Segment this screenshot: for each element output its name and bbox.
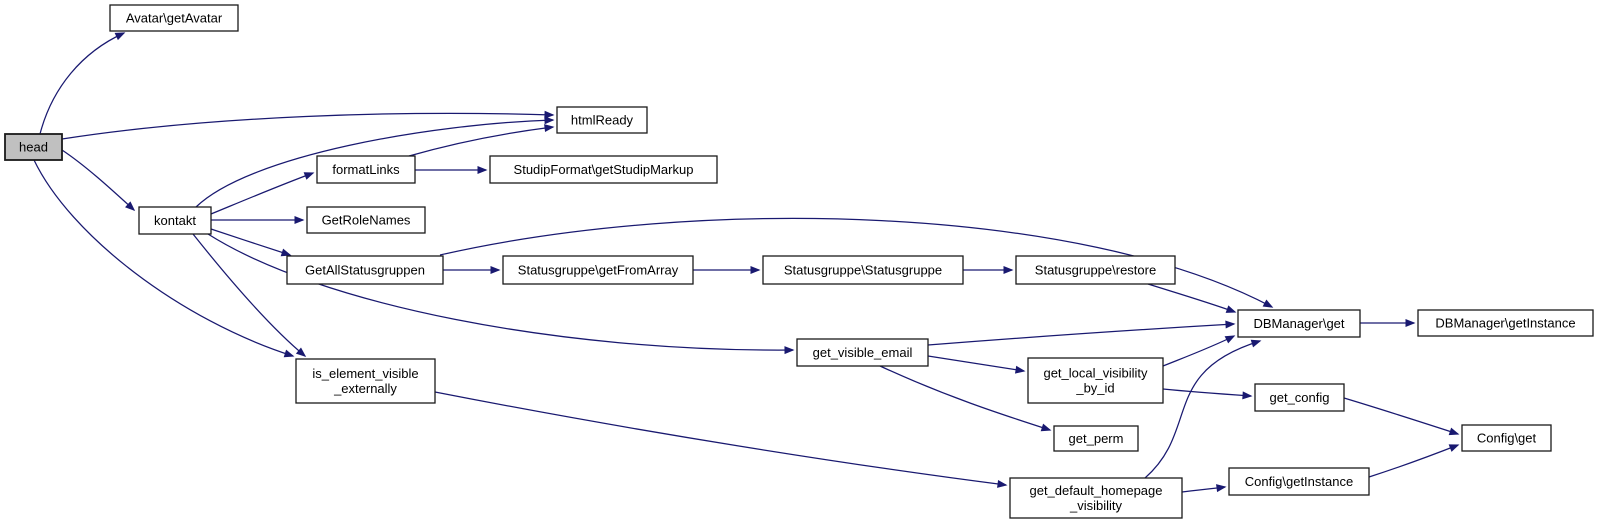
node-box-is-element-visible-externally[interactable]	[295, 358, 436, 404]
node-label-get-default-homepage-visibility-line2: _visibility	[1069, 498, 1123, 513]
edge-head-to-avatar-getavatar	[39, 32, 126, 135]
node-formatlinks[interactable]: formatLinks	[316, 155, 416, 184]
edge-head-to-htmlready	[61, 110, 555, 140]
edge-getallstatusgruppen-to-dbmanager-get	[439, 217, 1274, 308]
node-label-studipformat-getstudipmarkup: StudipFormat\getStudipMarkup	[514, 162, 694, 177]
node-box-config-getinstance[interactable]	[1228, 467, 1370, 496]
node-box-get-default-homepage-visibility[interactable]	[1009, 477, 1183, 519]
edge-kontakt-to-get-visible-email	[207, 233, 795, 355]
node-head: head	[4, 133, 63, 161]
node-config-getinstance[interactable]: Config\getInstance	[1228, 467, 1370, 496]
node-label-statusgruppe-getfromarray: Statusgruppe\getFromArray	[518, 263, 679, 278]
node-box-getallstatusgruppen[interactable]	[286, 255, 444, 285]
edge-get-config-to-config-get	[1343, 397, 1460, 436]
node-label-statusgruppe-restore: Statusgruppe\restore	[1035, 263, 1156, 278]
node-box-formatlinks[interactable]	[316, 155, 416, 184]
node-box-avatar-getavatar[interactable]	[109, 4, 239, 32]
node-label-getallstatusgruppen: GetAllStatusgruppen	[305, 263, 425, 278]
edge-head-to-is-element-visible-externally	[33, 159, 295, 358]
node-label-dbmanager-get: DBManager\get	[1253, 316, 1344, 331]
edge-get-default-homepage-visibility-to-config-getinstance	[1181, 484, 1227, 493]
node-label-get-local-visibility-by-id-line2: _by_id	[1075, 381, 1114, 396]
node-kontakt[interactable]: kontakt	[138, 206, 212, 235]
node-label-get-default-homepage-visibility-line1: get_default_homepage	[1029, 483, 1162, 498]
node-label-kontakt: kontakt	[154, 213, 196, 228]
node-box-getrolenames[interactable]	[306, 206, 426, 234]
edge-formatlinks-to-htmlready	[408, 124, 555, 157]
node-statusgruppe-statusgruppe[interactable]: Statusgruppe\Statusgruppe	[762, 255, 964, 285]
node-get-config[interactable]: get_config	[1254, 383, 1345, 412]
node-getrolenames[interactable]: GetRoleNames	[306, 206, 426, 234]
node-statusgruppe-restore[interactable]: Statusgruppe\restore	[1015, 255, 1176, 285]
edge-get-visible-email-to-dbmanager-get	[927, 320, 1236, 346]
node-avatar-getavatar[interactable]: Avatar\getAvatar	[109, 4, 239, 32]
node-box-head	[4, 133, 63, 161]
edge-get-default-homepage-visibility-to-dbmanager-get	[1144, 339, 1262, 479]
node-box-config-get[interactable]	[1461, 424, 1552, 452]
edge-get-local-visibility-by-id-to-dbmanager-get	[1162, 335, 1236, 367]
edge-get-visible-email-to-get-perm	[879, 365, 1052, 432]
edge-head-to-kontakt	[61, 149, 136, 212]
node-box-get-local-visibility-by-id[interactable]	[1027, 357, 1164, 404]
edge-layer	[33, 32, 1460, 493]
node-label-statusgruppe-statusgruppe: Statusgruppe\Statusgruppe	[784, 263, 942, 278]
node-box-get-perm[interactable]	[1053, 425, 1139, 452]
node-label-is-element-visible-externally-line1: is_element_visible	[312, 366, 418, 381]
node-studipformat-getstudipmarkup[interactable]: StudipFormat\getStudipMarkup	[489, 155, 718, 184]
node-label-getrolenames: GetRoleNames	[322, 213, 411, 228]
node-label-avatar-getavatar: Avatar\getAvatar	[126, 11, 223, 26]
edge-statusgruppe-restore-to-dbmanager-get	[1147, 283, 1237, 313]
node-box-htmlready[interactable]	[556, 106, 648, 134]
edge-kontakt-to-is-element-visible-externally	[192, 233, 307, 357]
edge-get-local-visibility-by-id-to-get-config	[1162, 388, 1253, 400]
edge-config-getinstance-to-config-get	[1368, 444, 1460, 478]
node-statusgruppe-getfromarray[interactable]: Statusgruppe\getFromArray	[502, 255, 694, 285]
node-htmlready[interactable]: htmlReady	[556, 106, 648, 134]
node-box-get-config[interactable]	[1254, 383, 1345, 412]
edge-is-element-visible-externally-to-get-default-homepage-visibility	[434, 391, 1008, 488]
node-box-studipformat-getstudipmarkup[interactable]	[489, 155, 718, 184]
node-box-statusgruppe-statusgruppe[interactable]	[762, 255, 964, 285]
node-get-visible-email[interactable]: get_visible_email	[796, 338, 929, 367]
node-get-default-homepage-visibility[interactable]: get_default_homepage_visibility	[1009, 477, 1183, 519]
node-label-get-perm: get_perm	[1069, 431, 1124, 446]
node-config-get[interactable]: Config\get	[1461, 424, 1552, 452]
node-getallstatusgruppen[interactable]: GetAllStatusgruppen	[286, 255, 444, 285]
node-label-get-local-visibility-by-id-line1: get_local_visibility	[1043, 366, 1148, 381]
edge-kontakt-to-htmlready	[195, 116, 555, 208]
node-dbmanager-get[interactable]: DBManager\get	[1237, 309, 1361, 338]
node-dbmanager-getinstance[interactable]: DBManager\getInstance	[1417, 309, 1594, 337]
node-label-config-getinstance: Config\getInstance	[1245, 474, 1353, 489]
node-is-element-visible-externally[interactable]: is_element_visible_externally	[295, 358, 436, 404]
edge-kontakt-to-getallstatusgruppen	[210, 228, 292, 257]
node-box-kontakt[interactable]	[138, 206, 212, 235]
node-box-statusgruppe-getfromarray[interactable]	[502, 255, 694, 285]
edge-get-visible-email-to-get-local-visibility-by-id	[927, 355, 1026, 374]
node-layer: head Avatar\getAvatar htmlReady formatLinks…	[4, 4, 1594, 519]
node-get-perm[interactable]: get_perm	[1053, 425, 1139, 452]
node-label-htmlready: htmlReady	[571, 113, 634, 128]
node-label-get-visible-email: get_visible_email	[813, 345, 913, 360]
node-box-dbmanager-getinstance[interactable]	[1417, 309, 1594, 337]
node-label-config-get: Config\get	[1477, 431, 1537, 446]
node-box-statusgruppe-restore[interactable]	[1015, 255, 1176, 285]
node-label-dbmanager-getinstance: DBManager\getInstance	[1435, 316, 1575, 331]
node-box-get-visible-email[interactable]	[796, 338, 929, 367]
node-get-local-visibility-by-id[interactable]: get_local_visibility_by_id	[1027, 357, 1164, 404]
edge-kontakt-to-formatlinks	[210, 172, 315, 215]
node-label-head: head	[19, 140, 48, 155]
node-box-dbmanager-get[interactable]	[1237, 309, 1361, 338]
node-label-is-element-visible-externally-line2: _externally	[333, 381, 397, 396]
node-label-get-config: get_config	[1270, 390, 1330, 405]
node-label-formatlinks: formatLinks	[332, 162, 400, 177]
